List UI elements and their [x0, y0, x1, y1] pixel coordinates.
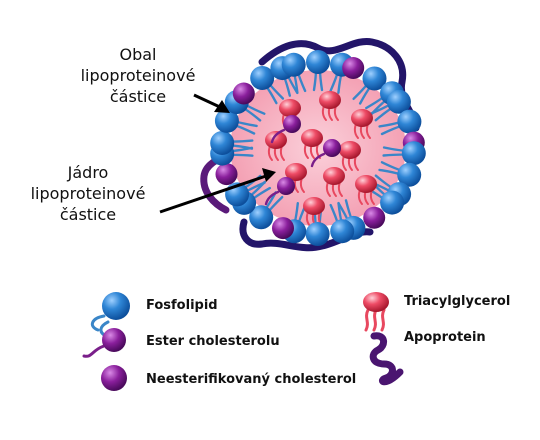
cholesteryl-ester-tail [310, 152, 326, 168]
triacylglycerol-tail [321, 105, 327, 121]
cholesteryl-ester-molecule [283, 115, 301, 133]
legend-label-apoprotein: Apoprotein [404, 330, 486, 345]
legend-label-cholesteryl-ester: Ester cholesterolu [146, 334, 280, 349]
particle-shell [210, 50, 426, 246]
legend-label-triacylglycerol: Triacylglycerol [404, 294, 511, 309]
cholesterol-molecule [363, 206, 386, 229]
free-cholesterol-legend-icon [101, 365, 127, 391]
apoprotein-legend-icon [369, 332, 404, 386]
cholesteryl-ester-molecule [323, 139, 341, 157]
shell-callout-line-1: Obal [119, 45, 157, 64]
triacylglycerol-molecule [265, 131, 287, 149]
shell-callout-line-2: lipoproteinové [80, 66, 196, 85]
cholesterol-molecule [272, 217, 294, 240]
triacylglycerol-tail [305, 211, 311, 227]
triacylglycerol-molecule [355, 175, 377, 193]
lipoprotein-particle [200, 37, 426, 252]
phospholipid-head [380, 190, 405, 215]
legend-label-free-cholesterol: Neesterifikovaný cholesterol [146, 372, 357, 387]
triacylglycerol-molecule [279, 99, 301, 117]
triacylglycerol-tail [353, 123, 359, 139]
phospholipid-head [362, 66, 387, 91]
cholesterol-molecule [342, 57, 365, 79]
triacylglycerol-tail [341, 155, 347, 171]
phospholipid-head [281, 52, 306, 77]
triacylglycerol-molecules [264, 91, 377, 227]
phospholipid-head [214, 108, 239, 133]
shell-callout-label: Obal lipoproteinové částice [58, 44, 218, 107]
phospholipid-head [401, 141, 426, 166]
core-callout-line-2: lipoproteinové [30, 184, 146, 203]
core-callout-arrow [159, 168, 276, 214]
legend-label-phospholipid: Fosfolipid [146, 298, 218, 313]
triacylglycerol-molecule [323, 167, 345, 185]
triacylglycerol-tail [267, 145, 273, 161]
triacylglycerol-molecule [339, 141, 361, 159]
triacylglycerol-molecule [301, 129, 323, 147]
triacylglycerol-tail [325, 181, 331, 197]
triacylglycerol-tail [303, 143, 309, 159]
phospholipid-head [306, 50, 330, 74]
core-callout-label: Jádro lipoproteinové částice [8, 162, 168, 225]
core-callout-line-1: Jádro [67, 163, 109, 182]
cholesteryl-ester-legend-icon [82, 328, 126, 358]
core-callout-line-3: částice [59, 205, 117, 224]
cholesteryl-ester-molecule [277, 177, 295, 195]
shell-callout-line-3: částice [109, 87, 167, 106]
phospholipid-head [250, 66, 275, 90]
phospholipid-head [330, 219, 355, 244]
phospholipid-head [397, 162, 422, 187]
triacylglycerol-molecule [303, 197, 325, 215]
cholesterol-molecule [215, 163, 238, 186]
phospholipid-head [397, 109, 422, 134]
shell-callout-arrow [193, 93, 230, 113]
triacylglycerol-legend-icon [363, 292, 389, 332]
phospholipid-head [386, 89, 411, 114]
triacylglycerol-molecule [319, 91, 341, 109]
phospholipid-head [249, 205, 274, 230]
cholesteryl-ester-tail [264, 190, 280, 206]
triacylglycerol-molecule [285, 163, 307, 181]
phospholipid-head [305, 222, 330, 246]
phospholipid-legend-icon [90, 292, 130, 338]
phospholipid-head [210, 131, 235, 155]
triacylglycerol-molecule [351, 109, 373, 127]
cholesterol-molecule [232, 82, 255, 105]
triacylglycerol-tail [357, 189, 363, 205]
cholesteryl-ester-tail [270, 128, 286, 144]
